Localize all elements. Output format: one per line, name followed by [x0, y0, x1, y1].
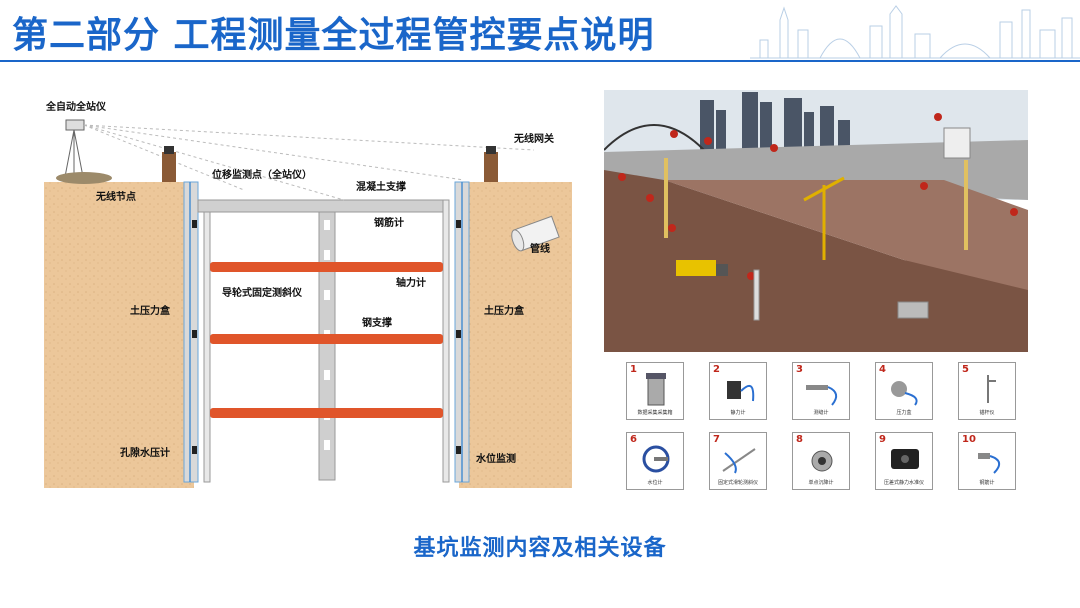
- device-card: 4 压力盒: [875, 362, 933, 420]
- foundation-pit-diagram: 全自动全站仪 无线网关 无线节点 位移监测点（全站仪） 混凝土支撑 钢筋计 管线…: [44, 100, 572, 488]
- device-number: 3: [796, 364, 803, 375]
- device-caption: 静力计: [730, 410, 746, 416]
- device-card: 2 静力计: [709, 362, 767, 420]
- device-number: 8: [796, 434, 803, 445]
- label-total-station: 全自动全站仪: [45, 100, 107, 113]
- device-card: 7 固定式滑轮测斜仪: [709, 432, 767, 490]
- title-bar: 第二部分 工程测量全过程管控要点说明: [0, 0, 1080, 62]
- device-number: 4: [879, 364, 886, 375]
- device-caption: 压差式静力水准仪: [883, 480, 924, 486]
- label-wireless-gateway: 无线网关: [513, 132, 554, 145]
- rebar-meter-icon: [978, 453, 1001, 474]
- settlement-meter-icon: [811, 450, 833, 472]
- city-skyline-decoration: [750, 5, 1080, 59]
- anchor-meter-icon: [987, 375, 996, 403]
- inclinometer-icon: [722, 448, 756, 474]
- device-caption: 数据采集采集箱: [637, 410, 673, 416]
- joint-meter-icon: [806, 385, 838, 406]
- static-gauge-icon: [727, 381, 755, 402]
- device-caption: 单点沉降计: [808, 480, 834, 486]
- device-number: 2: [713, 364, 720, 375]
- device-grid: 1 数据采集采集箱 2 静力计 3 测缝计 4 压力盒 5 锚杆仪 6 水位计 …: [626, 362, 1018, 492]
- title-underline: [0, 60, 1080, 62]
- device-card: 6 水位计: [626, 432, 684, 490]
- device-caption: 固定式滑轮测斜仪: [717, 480, 758, 486]
- label-displacement-point: 位移监测点（全站仪）: [212, 168, 312, 181]
- device-number: 5: [962, 364, 969, 375]
- page-title: 第二部分 工程测量全过程管控要点说明: [12, 15, 655, 56]
- label-earth-pressure-right: 土压力盒: [484, 304, 525, 317]
- device-number: 7: [713, 434, 720, 445]
- label-axial-force-meter: 轴力计: [396, 276, 426, 289]
- label-rebar-meter: 钢筋计: [374, 216, 404, 229]
- device-card: 1 数据采集采集箱: [626, 362, 684, 420]
- device-card: 8 单点沉降计: [792, 432, 850, 490]
- label-pipeline: 管线: [530, 242, 550, 255]
- pressure-cell-icon: [891, 381, 918, 406]
- label-wireless-node: 无线节点: [95, 190, 136, 203]
- device-card: 3 测缝计: [792, 362, 850, 420]
- label-earth-pressure-left: 土压力盒: [130, 304, 171, 317]
- label-inclinometer: 导轮式固定测斜仪: [222, 286, 303, 299]
- label-concrete-brace: 混凝土支撑: [356, 180, 406, 193]
- device-caption: 锚杆仪: [979, 410, 995, 416]
- device-caption: 压力盒: [896, 410, 912, 416]
- label-steel-brace: 钢支撑: [362, 316, 392, 329]
- label-water-level: 水位监测: [475, 452, 516, 465]
- water-level-meter-icon: [642, 445, 670, 473]
- hydrostatic-level-icon: [891, 449, 919, 469]
- device-caption: 钢筋计: [979, 480, 995, 486]
- device-card: 5 锚杆仪: [958, 362, 1016, 420]
- data-collector-icon: [646, 373, 666, 406]
- device-number: 10: [962, 434, 976, 445]
- device-number: 6: [630, 434, 637, 445]
- monitoring-site-scene: [604, 90, 1028, 352]
- device-caption: 测缝计: [813, 410, 829, 416]
- device-caption: 水位计: [647, 480, 663, 486]
- label-pore-water: 孔隙水压计: [120, 446, 170, 459]
- device-card: 9 压差式静力水准仪: [875, 432, 933, 490]
- device-number: 9: [879, 434, 886, 445]
- figure-caption: 基坑监测内容及相关设备: [413, 536, 667, 561]
- device-card: 10 钢筋计: [958, 432, 1016, 490]
- device-number: 1: [630, 364, 637, 375]
